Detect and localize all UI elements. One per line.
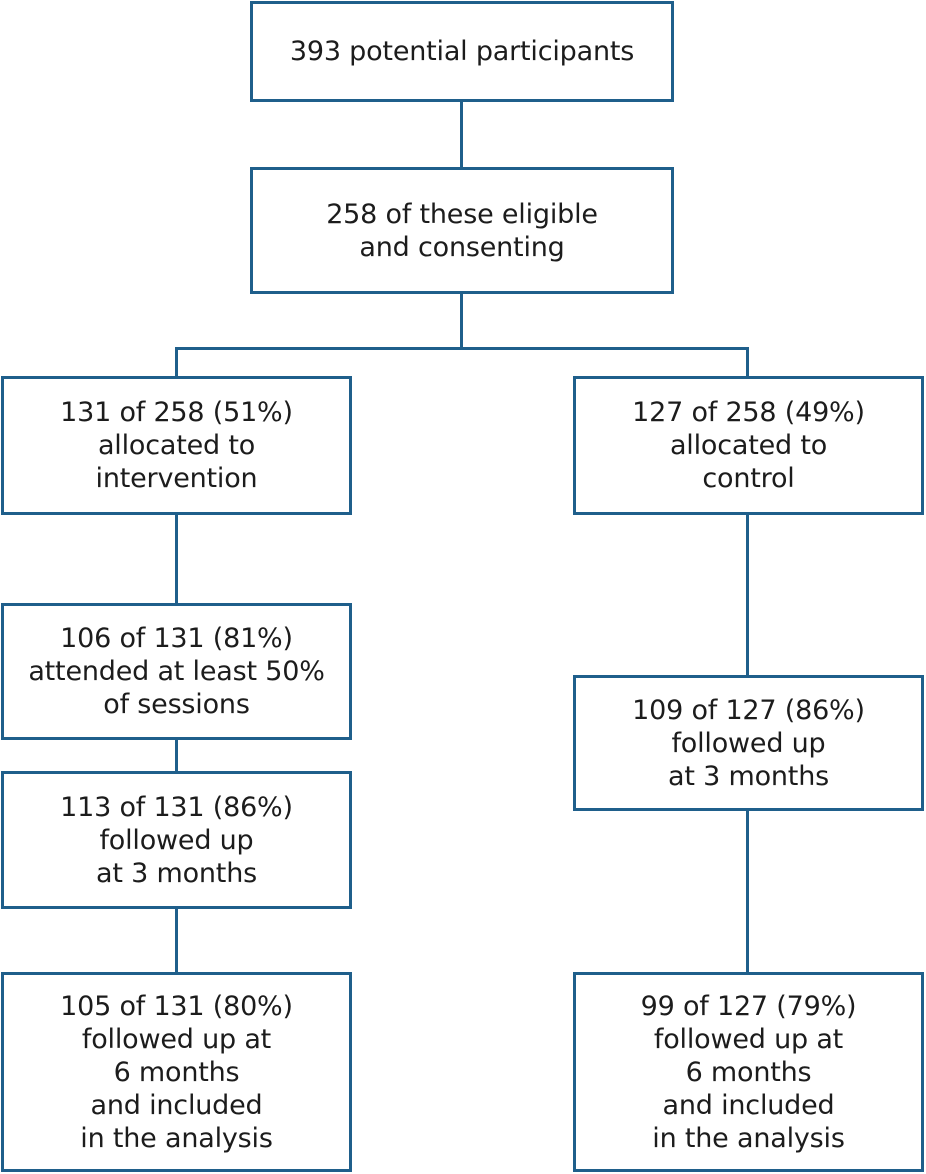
box-line: 109 of 127 (86%) [632,694,865,726]
box-line: 105 of 131 (80%) [60,990,293,1022]
box-line: 106 of 131 (81%) [60,623,293,654]
connector-split-to-intervention [175,347,178,377]
box-line: and included [90,1089,263,1121]
box-line: 113 of 131 (86%) [60,791,293,823]
box-line: 6 months [685,1056,812,1088]
box-line: intervention [95,463,258,494]
connector-control-to-followup3 [746,512,749,676]
box-line: allocated to [669,430,828,461]
box-control-followup-3-months: 109 of 127 (86%) followed up at 3 months [573,675,924,811]
box-line: of sessions [103,689,250,720]
box-line: and consenting [359,231,565,263]
box-line: 6 months [113,1056,240,1088]
box-line: followed up at [653,1023,844,1055]
box-line: followed up [99,824,254,856]
box-line: 127 of 258 (49%) [632,397,865,428]
box-line: at 3 months [668,760,829,792]
connector-attended-to-followup3 [175,738,178,772]
box-allocated-control: 127 of 258 (49%) allocated to control [573,376,924,515]
box-intervention-followup-3-months: 113 of 131 (86%) followed up at 3 months [1,771,352,909]
box-line: allocated to [97,430,256,461]
box-attended-sessions: 106 of 131 (81%) attended at least 50% o… [1,603,352,740]
box-line: followed up [671,727,826,759]
box-line: attended at least 50% [28,656,325,687]
box-eligible-consenting: 258 of these eligible and consenting [250,167,674,294]
connector-eligible-down [460,292,463,350]
connector-top-to-eligible [460,100,463,168]
box-line: in the analysis [652,1122,845,1154]
connector-split-to-control [746,347,749,377]
connector-intervention-to-attended [175,512,178,604]
box-line: control [702,463,795,494]
box-line: 131 of 258 (51%) [60,397,293,428]
connector-split-horizontal [175,347,749,350]
box-allocated-intervention: 131 of 258 (51%) allocated to interventi… [1,376,352,515]
box-line: 393 potential participants [289,36,635,67]
box-intervention-followup-6-months: 105 of 131 (80%) followed up at 6 months… [1,972,352,1172]
box-line: and included [662,1089,835,1121]
box-line: 258 of these eligible [326,198,598,230]
box-line: in the analysis [80,1122,273,1154]
box-line: at 3 months [96,857,257,889]
box-potential-participants: 393 potential participants [250,1,674,102]
connector-control-followup3-to-followup6 [746,809,749,973]
connector-intervention-followup3-to-followup6 [175,907,178,973]
box-line: followed up at [81,1023,272,1055]
box-line: 99 of 127 (79%) [640,990,857,1022]
box-control-followup-6-months: 99 of 127 (79%) followed up at 6 months … [573,972,924,1172]
